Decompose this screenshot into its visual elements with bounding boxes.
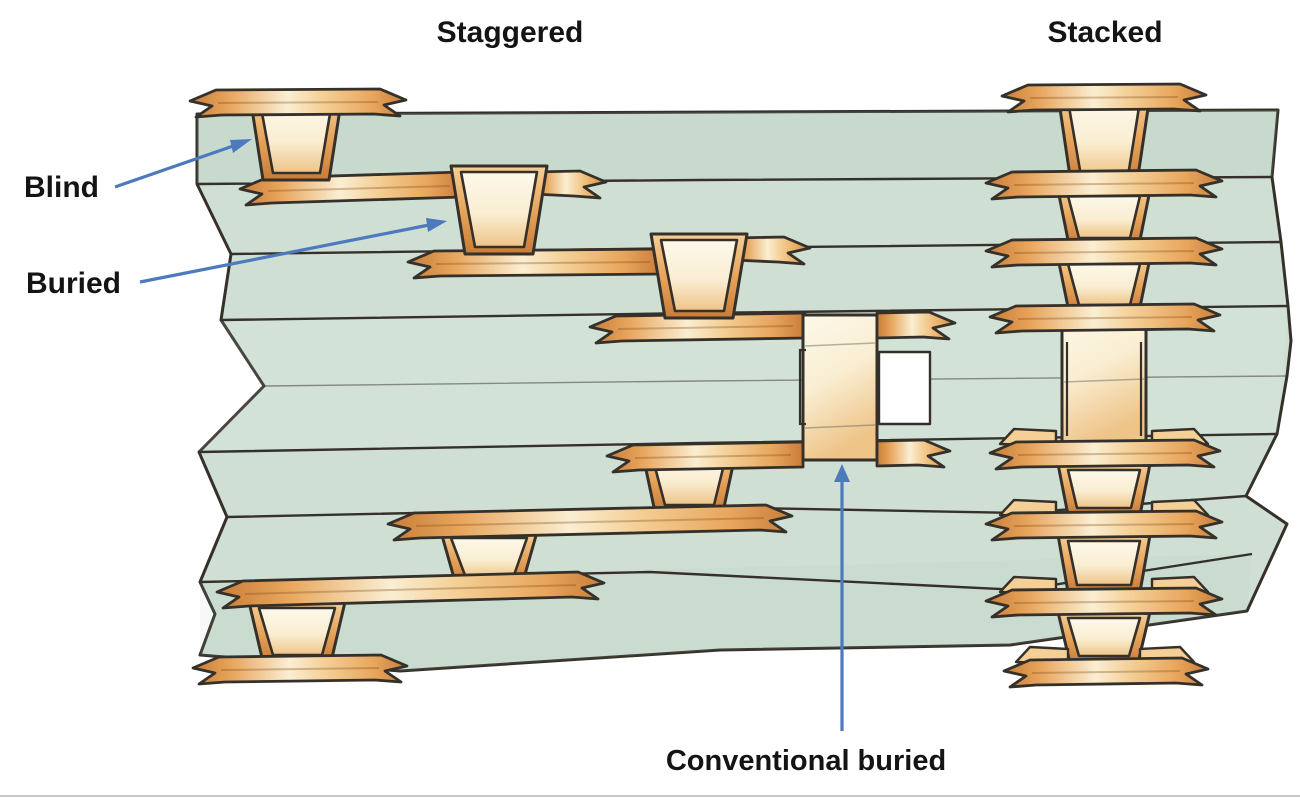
stacked-microvia-layer2	[1056, 188, 1152, 247]
bottom-microvia-layer8	[247, 600, 347, 664]
barrel-left-wall-outline	[798, 348, 806, 426]
blind-label: Blind	[24, 171, 99, 204]
buried-microvia-layer2	[449, 164, 549, 256]
blind-arrow	[114, 143, 237, 189]
via-fill	[1066, 194, 1142, 240]
stacked-pad-b3	[988, 302, 1222, 335]
conventional-buried-arrow-head	[834, 464, 850, 482]
via-fill	[257, 606, 337, 657]
buried-arrow	[139, 223, 430, 284]
barrel-layer-line	[804, 424, 876, 429]
stacked-microvia-layer6	[1056, 462, 1152, 517]
trace-highlight	[634, 454, 792, 459]
trace-highlight	[267, 185, 451, 192]
stacked-microvia-layer7	[1056, 533, 1152, 594]
drill-clearance	[877, 350, 932, 426]
stacked-pad-b1	[984, 168, 1224, 201]
pad-highlight	[217, 101, 379, 104]
stacked-microvia-layer8	[1056, 610, 1152, 665]
stacked-title: Stacked	[1047, 16, 1162, 49]
stacked-bottom-pad	[1002, 656, 1210, 689]
trace-layer7-landing	[215, 570, 606, 610]
staggered-title: Staggered	[437, 16, 584, 49]
barrel-layer-line	[804, 342, 876, 347]
via-fill	[659, 238, 739, 313]
stacked-microvia-layer3	[1056, 256, 1152, 314]
trace-layer6-landing	[386, 503, 794, 542]
via-fill	[1066, 99, 1142, 178]
stacked-pad-b2	[984, 236, 1224, 269]
pad-highlight	[1031, 670, 1181, 674]
pad-highlight	[1013, 250, 1195, 254]
conventional-buried-label: Conventional buried	[666, 745, 946, 777]
pad-highlight	[1013, 182, 1195, 186]
via-pad-top-right	[875, 310, 957, 341]
barrel-layer-line	[1063, 378, 1145, 383]
stacked-pad-b6	[984, 509, 1224, 542]
pad-highlight	[1017, 316, 1193, 320]
stacked-pad-b5	[988, 438, 1222, 471]
trace-highlight	[435, 261, 651, 265]
trace-highlight	[244, 584, 577, 595]
core-tint	[199, 306, 1288, 452]
via-pad-bottom-right	[875, 438, 952, 469]
stacked-top-pad	[1000, 82, 1208, 114]
stacked-pad-b7	[984, 586, 1224, 619]
via-barrel	[801, 313, 879, 462]
pad-highlight	[1013, 600, 1195, 604]
pad-highlight	[220, 667, 380, 671]
buried-label: Buried	[26, 267, 121, 300]
via-fill	[1066, 468, 1142, 510]
pad-highlight	[1029, 96, 1179, 99]
pad-highlight	[1017, 452, 1193, 456]
buried-arrow-head	[426, 218, 447, 232]
stacked-via-chain	[984, 82, 1224, 689]
stacked-microvia-layer1	[1056, 93, 1152, 185]
via-fill	[1066, 262, 1142, 307]
blind-via-top-pad	[188, 87, 408, 119]
trace-highlight	[617, 325, 794, 330]
annotation-arrows	[114, 139, 850, 731]
staggered-via-chain	[188, 87, 812, 686]
conventional-buried-via	[798, 310, 957, 469]
buried-microvia-layer3	[649, 232, 749, 320]
pad-highlight	[1013, 523, 1195, 527]
via-fill	[459, 170, 539, 249]
blind-arrow-head	[230, 139, 252, 153]
bottom-pad	[191, 653, 409, 686]
via-fill	[1066, 539, 1142, 587]
via-fill	[1066, 616, 1142, 658]
via-fill	[449, 536, 529, 580]
trace-highlight	[415, 517, 765, 527]
